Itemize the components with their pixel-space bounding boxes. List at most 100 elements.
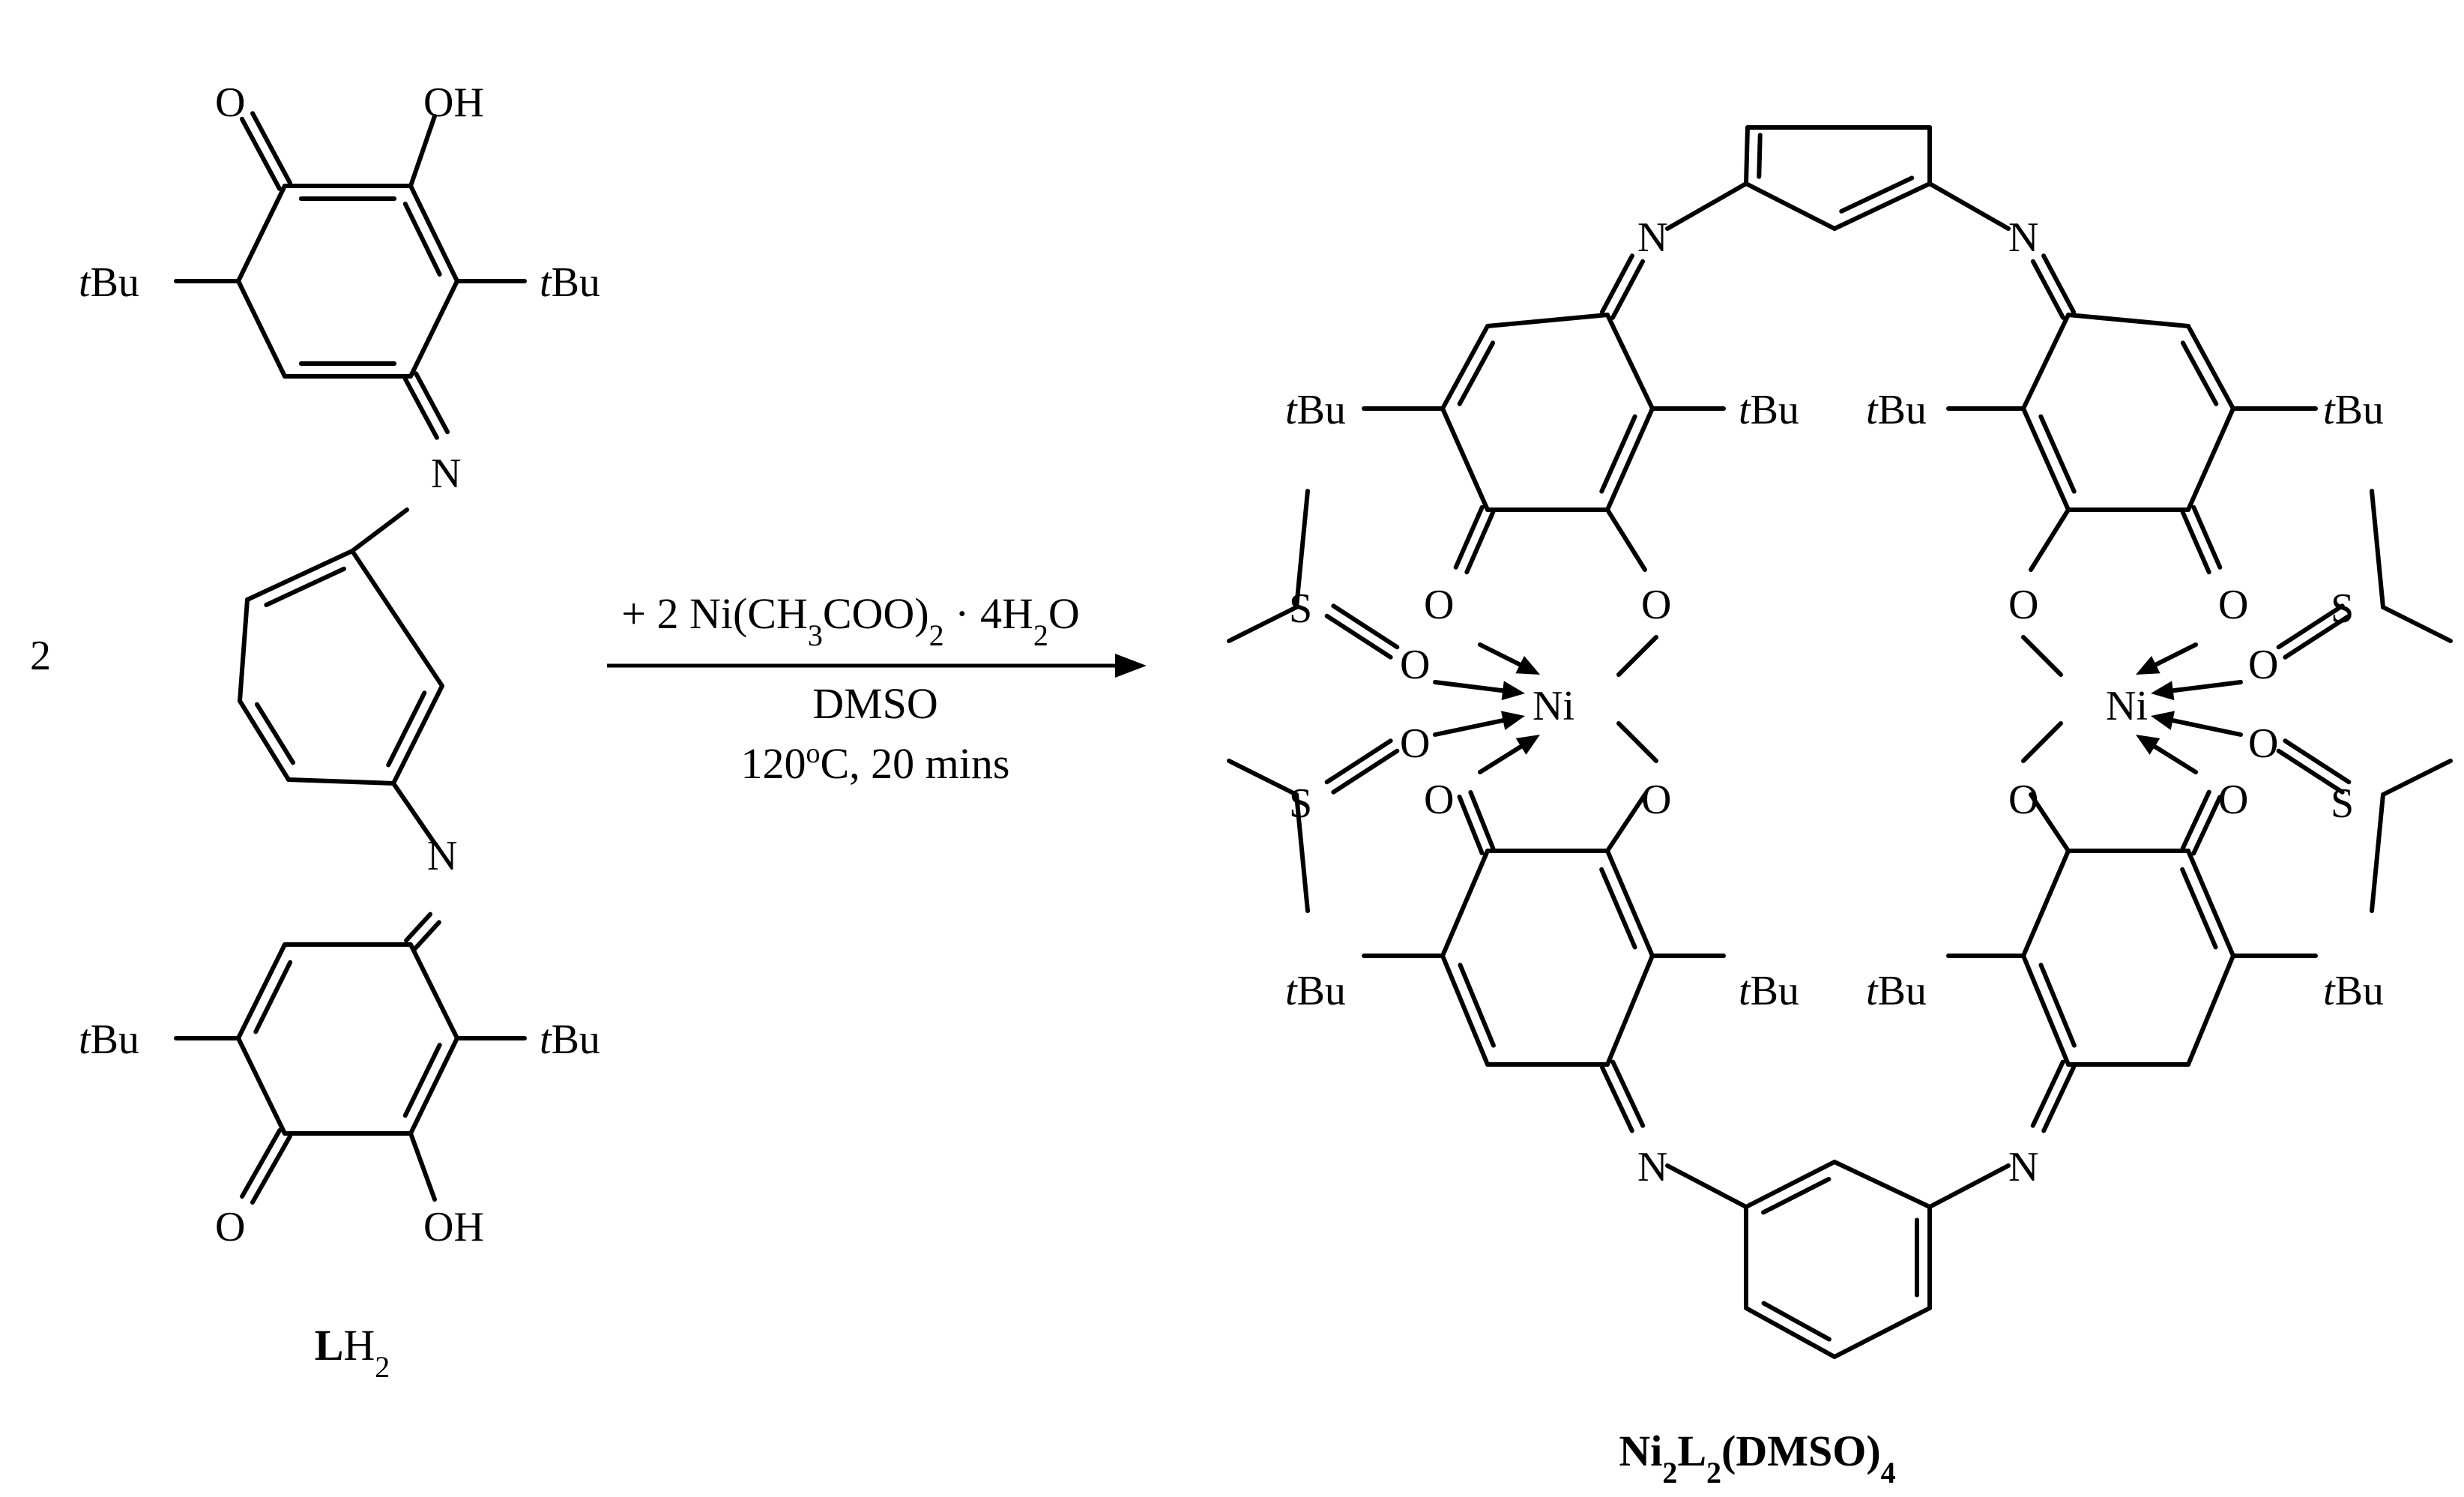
ring-bond xyxy=(408,184,459,283)
aryl-n-bond xyxy=(1665,181,1748,231)
aryl-bond xyxy=(238,699,291,782)
aryl-bond xyxy=(1832,1306,1932,1359)
ring-bond xyxy=(2021,313,2071,411)
methyl-bond xyxy=(2370,489,2385,609)
ring-bond xyxy=(236,184,287,283)
aryl-bond xyxy=(386,690,427,768)
stoichiometric-coefficient: 2 xyxy=(30,633,51,679)
aryl-bond xyxy=(1832,181,1932,231)
imine-nitrogen: N xyxy=(1637,214,1667,261)
ring-bond xyxy=(2038,414,2077,494)
ring-bond xyxy=(2180,867,2218,950)
sulfoxide-bond xyxy=(1324,738,1393,785)
tert-butyl-label: tBu xyxy=(79,259,139,306)
imine-nitrogen: N xyxy=(2008,214,2038,261)
methyl-bond xyxy=(1294,792,1310,913)
ring-bond xyxy=(402,1043,442,1118)
ring-bond xyxy=(1440,849,1490,958)
phenolate-bond xyxy=(2029,792,2071,853)
ring-bond xyxy=(2186,849,2235,958)
aryl-bond xyxy=(1761,1301,1832,1342)
ring-bond xyxy=(1605,406,1655,512)
ring-bond xyxy=(2021,849,2071,958)
tert-butyl-label: tBu xyxy=(540,1016,600,1063)
sulfoxide-bond xyxy=(1331,603,1400,650)
aryl-bond xyxy=(286,777,396,786)
dmso-oxygen: O xyxy=(1400,720,1430,767)
tert-butyl-label: tBu xyxy=(79,1016,139,1063)
imine-bond xyxy=(2030,259,2065,320)
ring-bond xyxy=(1605,849,1655,958)
carbonyl-bond xyxy=(1457,794,1485,855)
dmso-oxygen: O xyxy=(1400,642,1430,688)
tert-butyl-label: tBu xyxy=(1739,387,1799,433)
imine-bond xyxy=(2041,253,2077,315)
sulfoxide-bond xyxy=(1331,748,1400,795)
sulfoxide-bond xyxy=(2283,613,2352,660)
imine-bond xyxy=(412,920,441,951)
tert-butyl-label: tBu xyxy=(540,259,600,306)
tert-butyl-label: tBu xyxy=(2323,968,2384,1014)
ring-bond xyxy=(408,279,459,379)
sulfoxide-bond xyxy=(2283,738,2352,785)
sulfoxide-bond xyxy=(1324,613,1393,660)
imine-bond xyxy=(1599,1064,1634,1133)
carbonyl-bond xyxy=(1468,790,1496,852)
dmso-sulfur: S xyxy=(2331,585,2354,632)
ring-bond xyxy=(236,1036,287,1136)
carbonyl-oxygen: O xyxy=(215,1204,245,1250)
ring-bond xyxy=(1599,414,1637,494)
ni-o-bond xyxy=(1616,635,1658,677)
carbonyl-oxygen: O xyxy=(2218,582,2248,628)
aryl-bond xyxy=(1744,1306,1837,1359)
coordinate-bond xyxy=(1433,680,1506,693)
ring-bond xyxy=(2021,954,2071,1067)
ring-bond xyxy=(2186,954,2235,1067)
nickel-center: Ni xyxy=(2106,683,2148,729)
sulfoxide-bond xyxy=(2276,603,2345,650)
aryl-bond xyxy=(245,549,354,602)
methyl-bond xyxy=(1227,759,1299,797)
aryl-bond xyxy=(1757,133,1763,179)
aryl-n-bond xyxy=(391,781,437,846)
product-label: Ni2L2(DMSO)4 xyxy=(1619,1427,1895,1490)
aryl-bond xyxy=(350,507,409,553)
tert-butyl-label: tBu xyxy=(1285,387,1346,433)
carbonyl-bond xyxy=(1464,510,1496,575)
carbonyl-bond xyxy=(240,1128,283,1199)
phenolate-oxygen: O xyxy=(1641,777,1671,823)
methyl-bond xyxy=(2370,792,2385,913)
methyl-bond xyxy=(1227,605,1299,643)
aryl-n-bond xyxy=(1927,1163,2011,1209)
aryl-n-bond xyxy=(1665,1163,1748,1209)
hydroxyl-group: OH xyxy=(423,1204,484,1250)
imine-bond xyxy=(2041,1064,2077,1133)
carbonyl-bond xyxy=(2180,789,2211,851)
carbonyl-oxygen: O xyxy=(1424,582,1454,628)
aryl-bond xyxy=(1744,125,1750,186)
aryl-bond xyxy=(1761,1176,1832,1215)
dmso-sulfur: S xyxy=(2331,780,2354,827)
phenolate-oxygen: O xyxy=(2008,582,2038,628)
aryl-bond xyxy=(1832,1160,1932,1209)
ring-bond xyxy=(1440,954,1490,1067)
tert-butyl-label: tBu xyxy=(1866,968,1927,1014)
phenolate-bond xyxy=(1605,507,1647,572)
phenolate-bond xyxy=(2029,507,2071,572)
phenolate-oxygen: O xyxy=(1641,582,1671,628)
coordinate-bond-arrowhead xyxy=(2136,655,2160,675)
ring-bond xyxy=(236,279,287,379)
ring-bond xyxy=(1458,963,1496,1048)
ring-bond xyxy=(2066,313,2190,328)
coordinate-bond-arrowhead xyxy=(2151,711,2175,730)
ring-bond xyxy=(253,960,293,1034)
solvent-label: DMSO xyxy=(812,679,938,728)
carbonyl-bond xyxy=(2191,795,2223,856)
imine-bond xyxy=(1599,253,1634,315)
ring-bond xyxy=(408,1036,459,1136)
aryl-bond xyxy=(1839,175,1915,214)
coordinate-bond xyxy=(1433,718,1506,737)
carbonyl-bond xyxy=(2180,510,2211,575)
ni-o-bond xyxy=(1616,721,1658,763)
